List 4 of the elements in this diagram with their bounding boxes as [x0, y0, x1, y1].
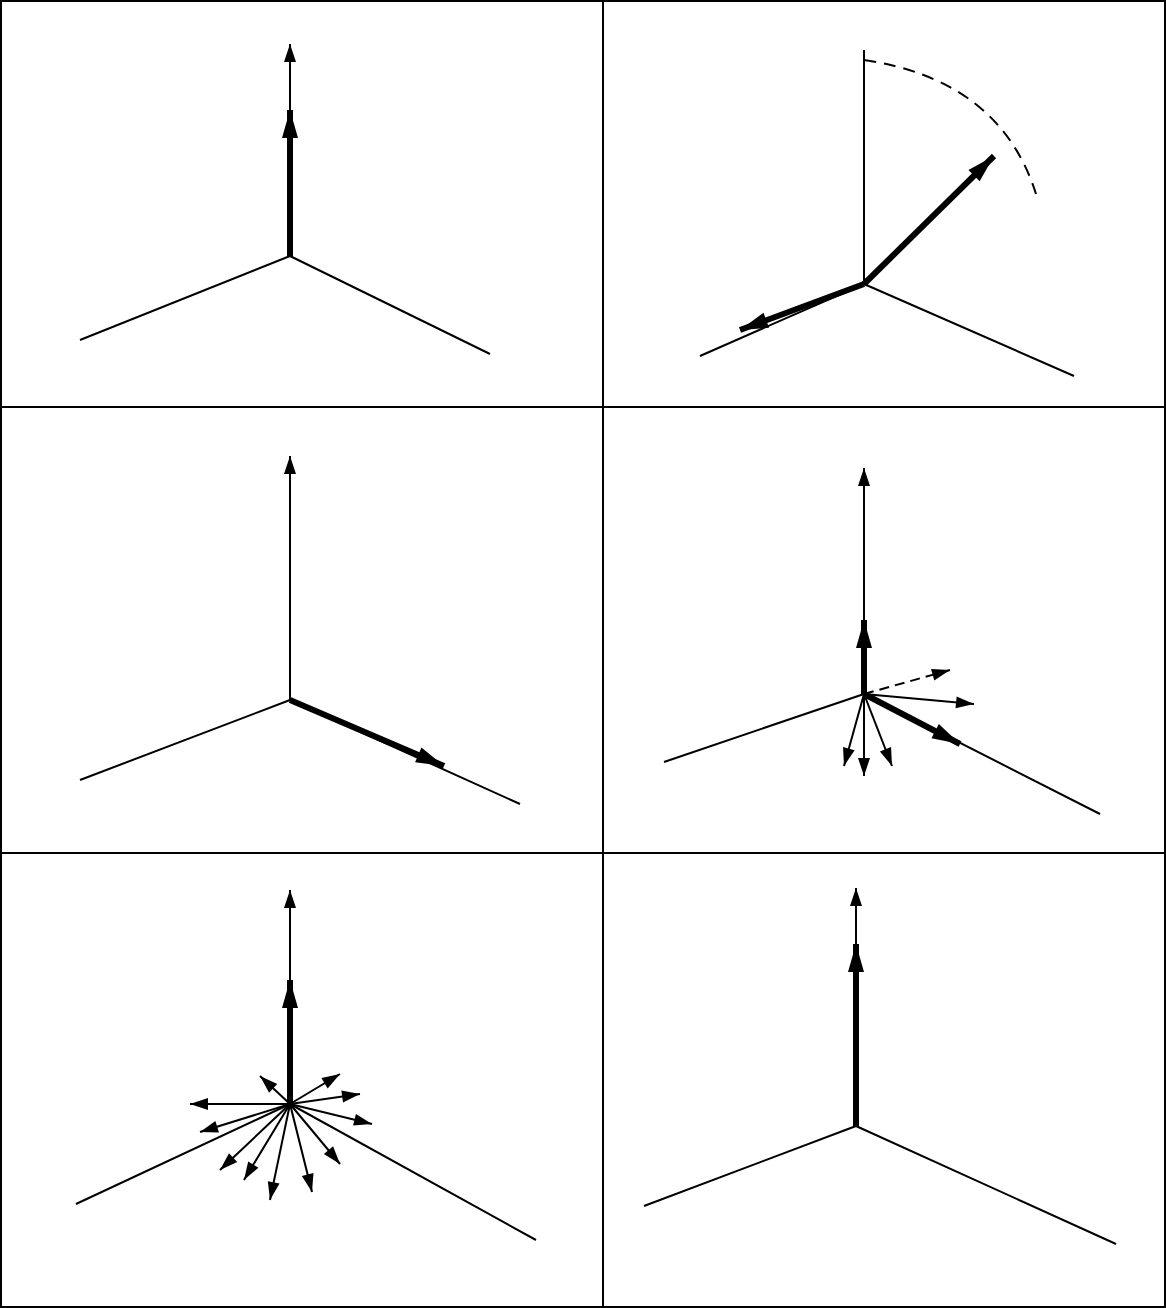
panel	[602, 852, 1166, 1308]
panel	[0, 852, 604, 1308]
panel	[602, 0, 1166, 408]
panel	[0, 0, 604, 408]
